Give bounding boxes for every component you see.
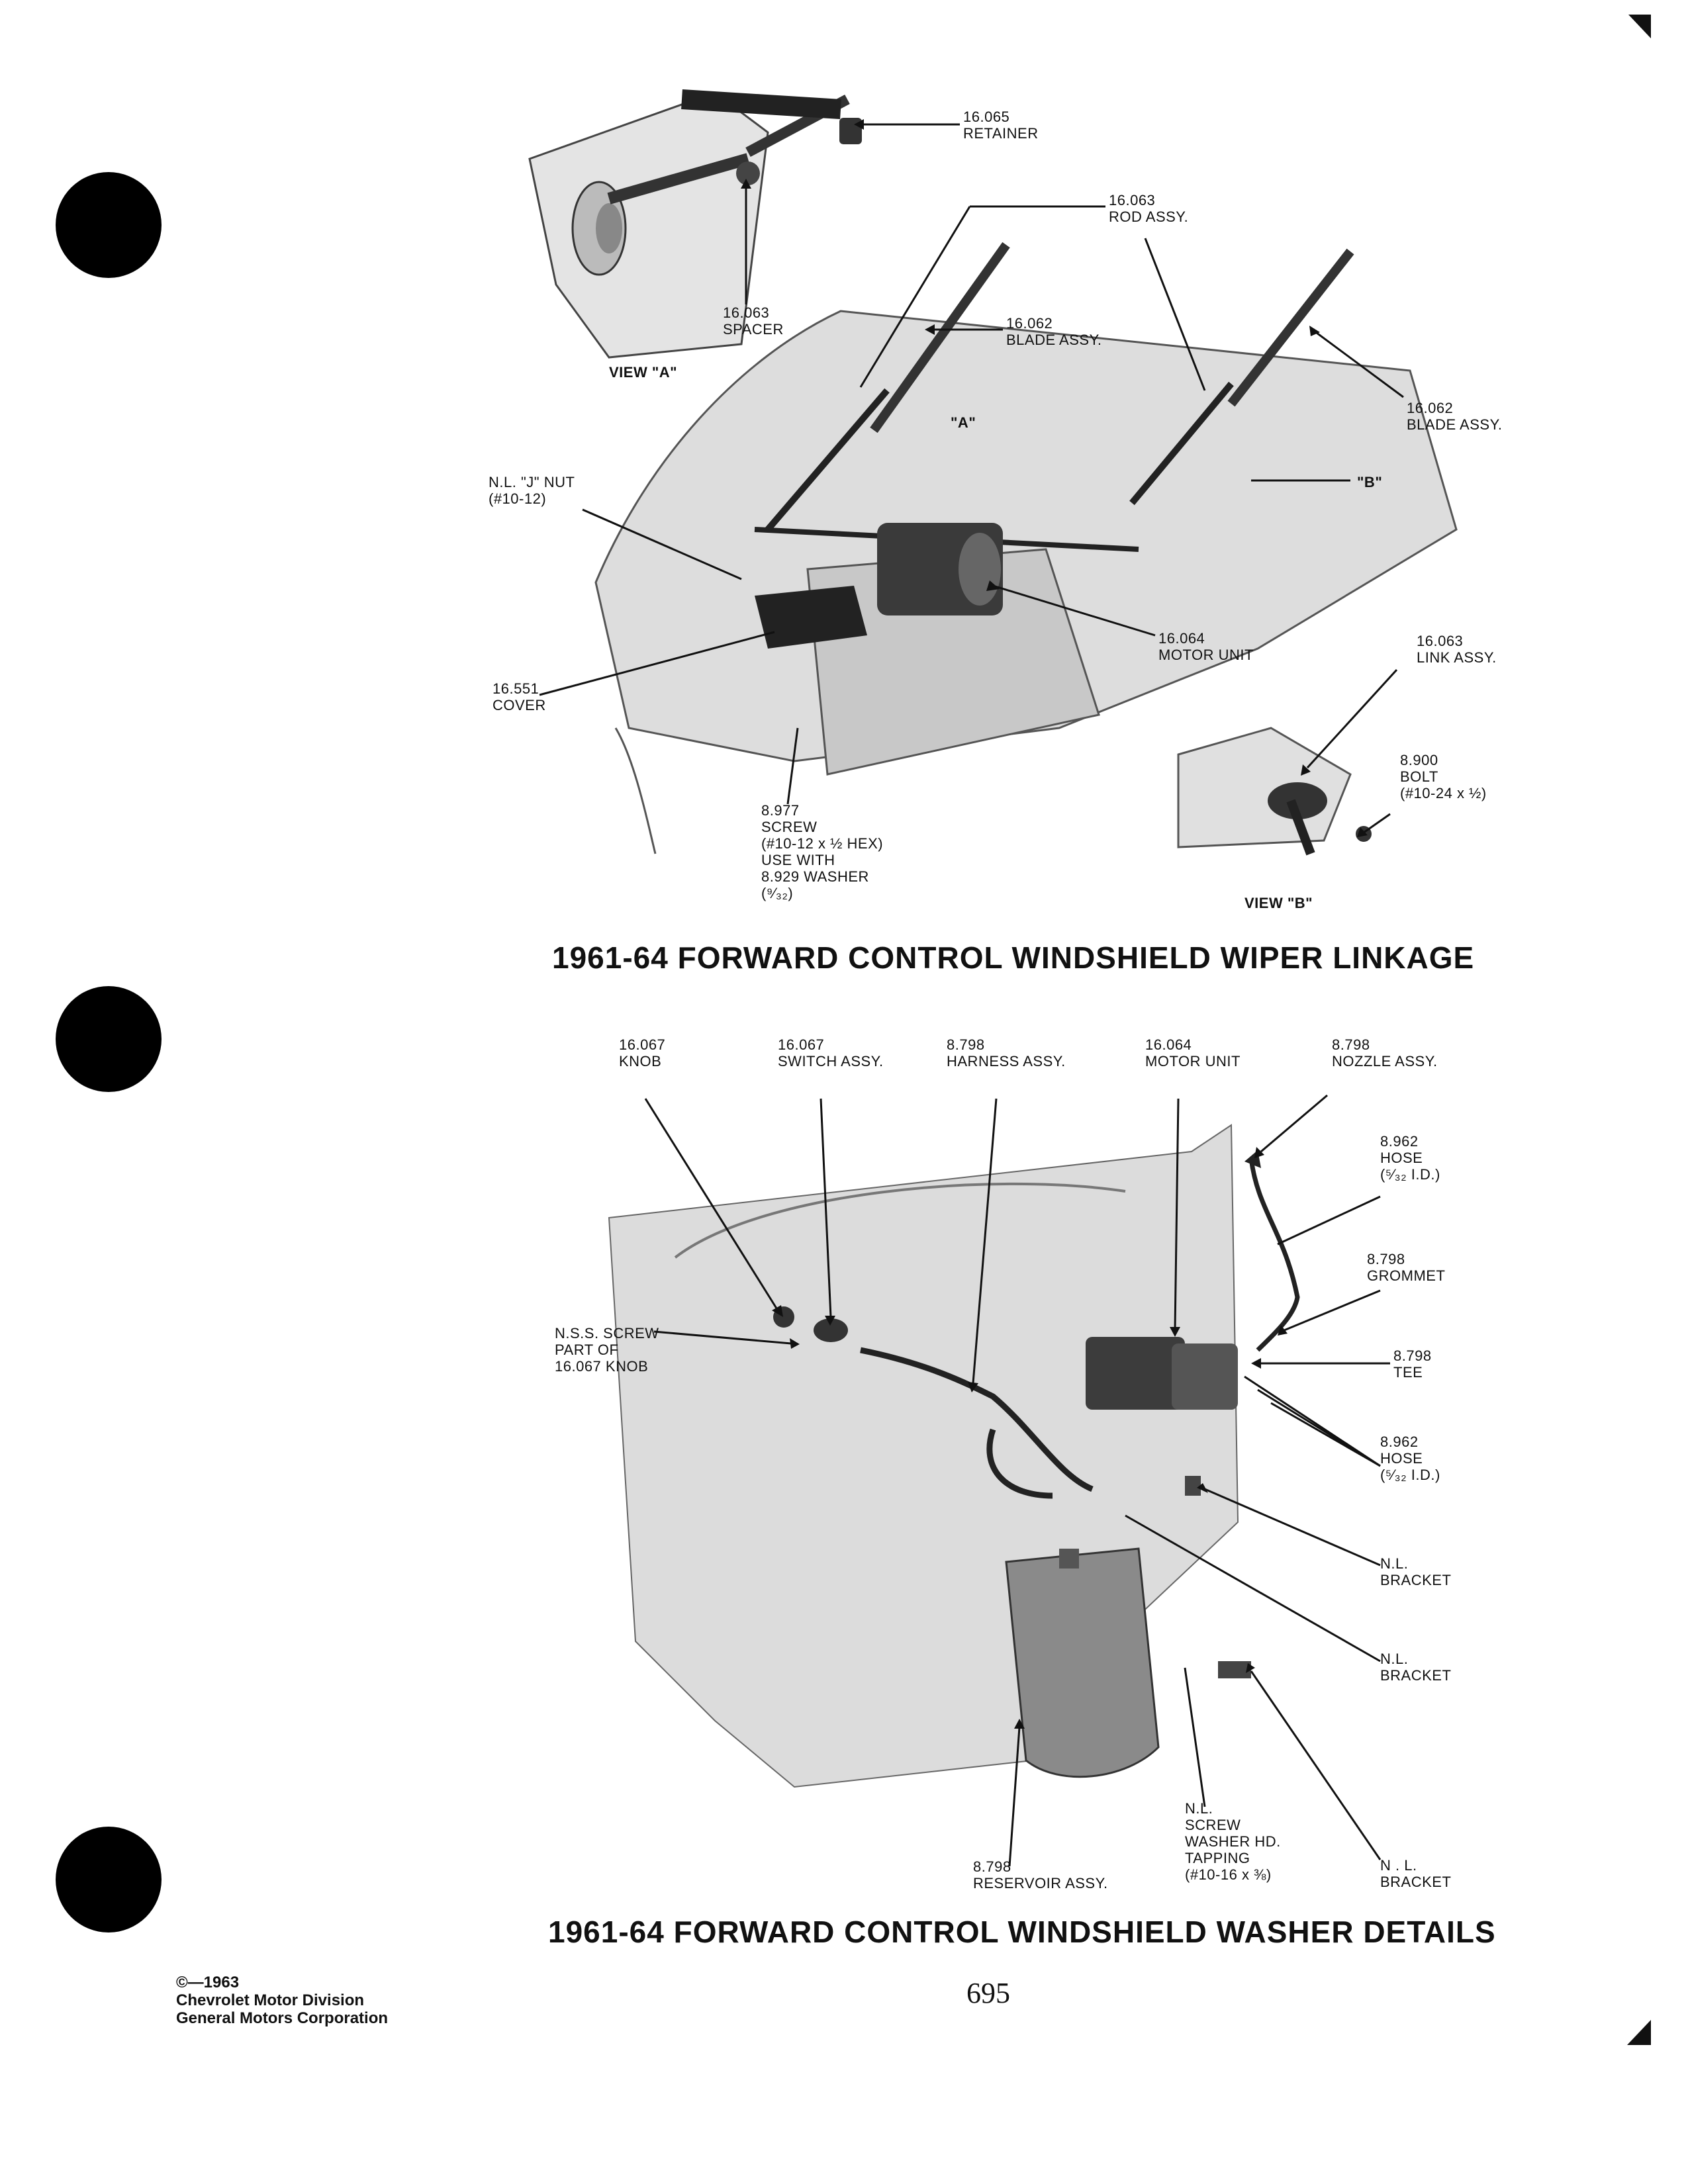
callout-b: "B" [1357, 474, 1383, 490]
figure-title-washer-details: 1961-64 FORWARD CONTROL WINDSHIELD WASHE… [548, 1915, 1496, 1949]
label-bracket-2: N.L.BRACKET [1380, 1651, 1452, 1684]
label-bracket-3: N . L.BRACKET [1380, 1857, 1452, 1890]
washer-details-illustration [608, 1124, 1300, 1788]
page-number: 695 [966, 1977, 1010, 2009]
binder-hole-bottom [56, 1827, 162, 1933]
wiper-linkage-illustration [528, 89, 1458, 856]
windshield-frame [594, 310, 1458, 762]
view-b-caption: VIEW "B" [1244, 895, 1313, 911]
callout-a: "A" [951, 414, 976, 431]
corner-mark-top-right [1628, 15, 1651, 38]
washer-reservoir [1005, 1547, 1160, 1778]
wiper-leader-lines [539, 119, 1404, 837]
binder-hole-top [56, 172, 162, 278]
view-a-caption: VIEW "A" [609, 364, 678, 381]
label-bracket-1: N.L.BRACKET [1380, 1555, 1452, 1588]
view-b-inset [1177, 727, 1352, 848]
figure-title-wiper-linkage: 1961-64 FORWARD CONTROL WINDSHIELD WIPER… [552, 940, 1475, 975]
corner-mark-bottom-right [1627, 2020, 1651, 2045]
binder-hole-middle [56, 986, 162, 1092]
washer-leader-lines [644, 1094, 1390, 1867]
label-j-nut: N.L. "J" NUT(#10-12) [489, 474, 575, 507]
